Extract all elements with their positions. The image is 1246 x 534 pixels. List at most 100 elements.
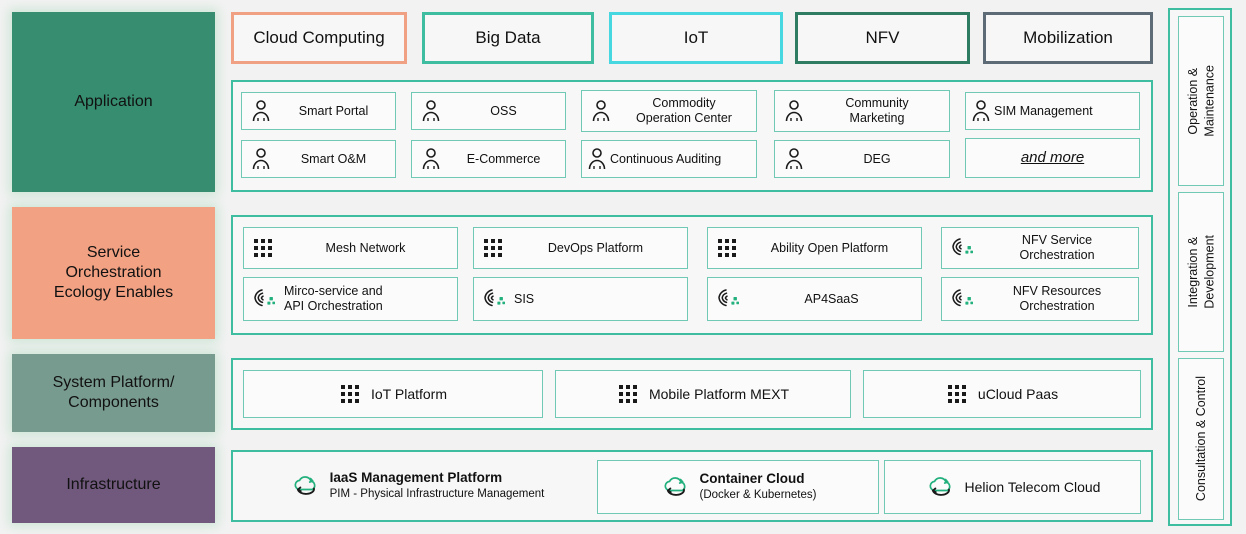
system-platform-panel: IoT Platform Mobile Platform MEXT uCloud…: [231, 358, 1153, 430]
service-item-label: DevOps Platform: [547, 240, 644, 255]
layer-label-infrastructure: Infrastructure: [12, 447, 215, 523]
grid-dots-icon: [617, 383, 639, 405]
service-orchestration-panel: Mesh Network DevOps Platform Ability Ope…: [231, 215, 1153, 335]
grid-dots-icon: [716, 237, 738, 259]
layer-label-system-platform: System Platform/ Components: [12, 354, 215, 432]
category-chip-label: Big Data: [475, 28, 541, 47]
service-item-ability-open-platform[interactable]: Ability Open Platform: [707, 227, 922, 269]
layer-label-service-orchestration-text: Service Orchestration Ecology Enables: [53, 244, 174, 301]
rail-item-integration-development[interactable]: Integration & Development: [1178, 192, 1224, 352]
app-item-label: Community Marketing: [845, 96, 909, 125]
app-item-e-commerce[interactable]: E-Commerce: [411, 140, 566, 178]
app-item-continuous-auditing[interactable]: Continuous Auditing: [581, 140, 757, 178]
person-icon: [970, 99, 992, 123]
app-item-commodity-operation-center[interactable]: Commodity Operation Center: [581, 90, 757, 132]
service-item-label: AP4SaaS: [804, 291, 859, 306]
app-item-sim-management[interactable]: SIM Management: [965, 92, 1140, 130]
infra-item-subtitle: (Docker & Kubernetes): [699, 489, 817, 502]
person-icon: [783, 99, 805, 123]
layer-label-application-text: Application: [74, 93, 153, 110]
infra-item-subtitle: PIM - Physical Infrastructure Management: [329, 488, 545, 501]
orchestration-icon: [482, 286, 508, 312]
app-item-label: E-Commerce: [466, 151, 541, 166]
rail-item-consultation-control[interactable]: Consultation & Control: [1178, 358, 1224, 520]
app-item-and-more[interactable]: and more: [965, 138, 1140, 178]
infra-item-title: Helion Telecom Cloud: [964, 479, 1101, 495]
app-item-oss[interactable]: OSS: [411, 92, 566, 130]
category-chip-label: NFV: [865, 28, 900, 47]
person-icon: [420, 99, 442, 123]
service-item-nfv-resources-orchestration[interactable]: NFV Resources Orchestration: [941, 277, 1139, 321]
rail-item-label: Operation & Maintenance: [1185, 65, 1216, 137]
infra-item-text: Container Cloud (Docker & Kubernetes): [700, 471, 817, 502]
infra-item-helion-telecom-cloud[interactable]: Helion Telecom Cloud: [884, 460, 1141, 514]
person-icon: [250, 147, 272, 171]
service-item-mesh-network[interactable]: Mesh Network: [243, 227, 458, 269]
system-item-label: uCloud Paas: [977, 386, 1059, 402]
app-item-label: DEG: [863, 151, 891, 166]
cloud-sync-icon: [290, 472, 320, 500]
system-item-mobile-platform-mext[interactable]: Mobile Platform MEXT: [555, 370, 851, 418]
category-chip-nfv[interactable]: NFV: [795, 12, 970, 64]
person-icon: [590, 99, 612, 123]
orchestration-icon: [252, 286, 278, 312]
category-chip-cloud-computing[interactable]: Cloud Computing: [231, 12, 407, 64]
category-chip-big-data[interactable]: Big Data: [422, 12, 594, 64]
orchestration-icon: [950, 235, 976, 261]
system-item-ucloud-paas[interactable]: uCloud Paas: [863, 370, 1141, 418]
service-item-label: SIS: [514, 291, 535, 306]
system-item-label: IoT Platform: [371, 386, 447, 402]
infra-item-container-cloud[interactable]: Container Cloud (Docker & Kubernetes): [597, 460, 879, 514]
app-item-label: Smart O&M: [300, 151, 367, 166]
app-item-community-marketing[interactable]: Community Marketing: [774, 90, 950, 132]
category-chip-label: Cloud Computing: [253, 28, 385, 47]
person-icon: [420, 147, 442, 171]
infrastructure-panel: IaaS Management Platform PIM - Physical …: [231, 450, 1153, 522]
infra-item-iaas-management-platform[interactable]: IaaS Management Platform PIM - Physical …: [241, 460, 593, 512]
orchestration-icon: [950, 286, 976, 312]
category-chip-mobilization[interactable]: Mobilization: [983, 12, 1153, 64]
grid-dots-icon: [482, 237, 504, 259]
rail-item-label: Integration & Development: [1185, 235, 1216, 309]
grid-dots-icon: [339, 383, 361, 405]
service-item-label: Mirco-service and API Orchestration: [284, 284, 383, 313]
infra-item-text: IaaS Management Platform PIM - Physical …: [330, 470, 545, 501]
infra-item-title: Container Cloud: [699, 471, 805, 487]
layer-label-service-orchestration: Service Orchestration Ecology Enables: [12, 207, 215, 339]
rail-item-operation-maintenance[interactable]: Operation & Maintenance: [1178, 16, 1224, 186]
app-item-deg[interactable]: DEG: [774, 140, 950, 178]
grid-dots-icon: [252, 237, 274, 259]
app-item-label: OSS: [490, 103, 517, 118]
person-icon: [783, 147, 805, 171]
infra-item-title: IaaS Management Platform: [329, 470, 503, 486]
cloud-sync-icon: [925, 473, 955, 501]
app-item-smart-portal[interactable]: Smart Portal: [241, 92, 396, 130]
system-item-iot-platform[interactable]: IoT Platform: [243, 370, 543, 418]
app-item-label: Smart Portal: [298, 103, 369, 118]
category-chip-iot[interactable]: IoT: [609, 12, 783, 64]
service-item-devops-platform[interactable]: DevOps Platform: [473, 227, 688, 269]
app-item-label: and more: [1020, 149, 1085, 167]
service-item-mirco-service-api-orchestration[interactable]: Mirco-service and API Orchestration: [243, 277, 458, 321]
layer-label-infrastructure-text: Infrastructure: [66, 476, 161, 493]
service-item-ap4saas[interactable]: AP4SaaS: [707, 277, 922, 321]
rail-item-label: Consultation & Control: [1193, 376, 1208, 502]
category-chip-label: Mobilization: [1023, 28, 1113, 47]
app-item-label: Commodity Operation Center: [636, 96, 732, 125]
service-item-nfv-service-orchestration[interactable]: NFV Service Orchestration: [941, 227, 1139, 269]
grid-dots-icon: [946, 383, 968, 405]
app-item-label: SIM Management: [994, 103, 1093, 118]
service-item-label: NFV Resources Orchestration: [1012, 284, 1102, 313]
person-icon: [250, 99, 272, 123]
service-item-label: Ability Open Platform: [770, 240, 889, 255]
system-item-label: Mobile Platform MEXT: [648, 386, 790, 402]
layer-label-application: Application: [12, 12, 215, 192]
person-icon: [586, 147, 608, 171]
service-item-label: NFV Service Orchestration: [1019, 233, 1095, 262]
service-item-label: Mesh Network: [325, 240, 406, 255]
app-item-smart-om[interactable]: Smart O&M: [241, 140, 396, 178]
layer-label-system-platform-text: System Platform/ Components: [52, 374, 175, 411]
service-item-sis[interactable]: SIS: [473, 277, 688, 321]
category-chip-label: IoT: [683, 28, 709, 47]
